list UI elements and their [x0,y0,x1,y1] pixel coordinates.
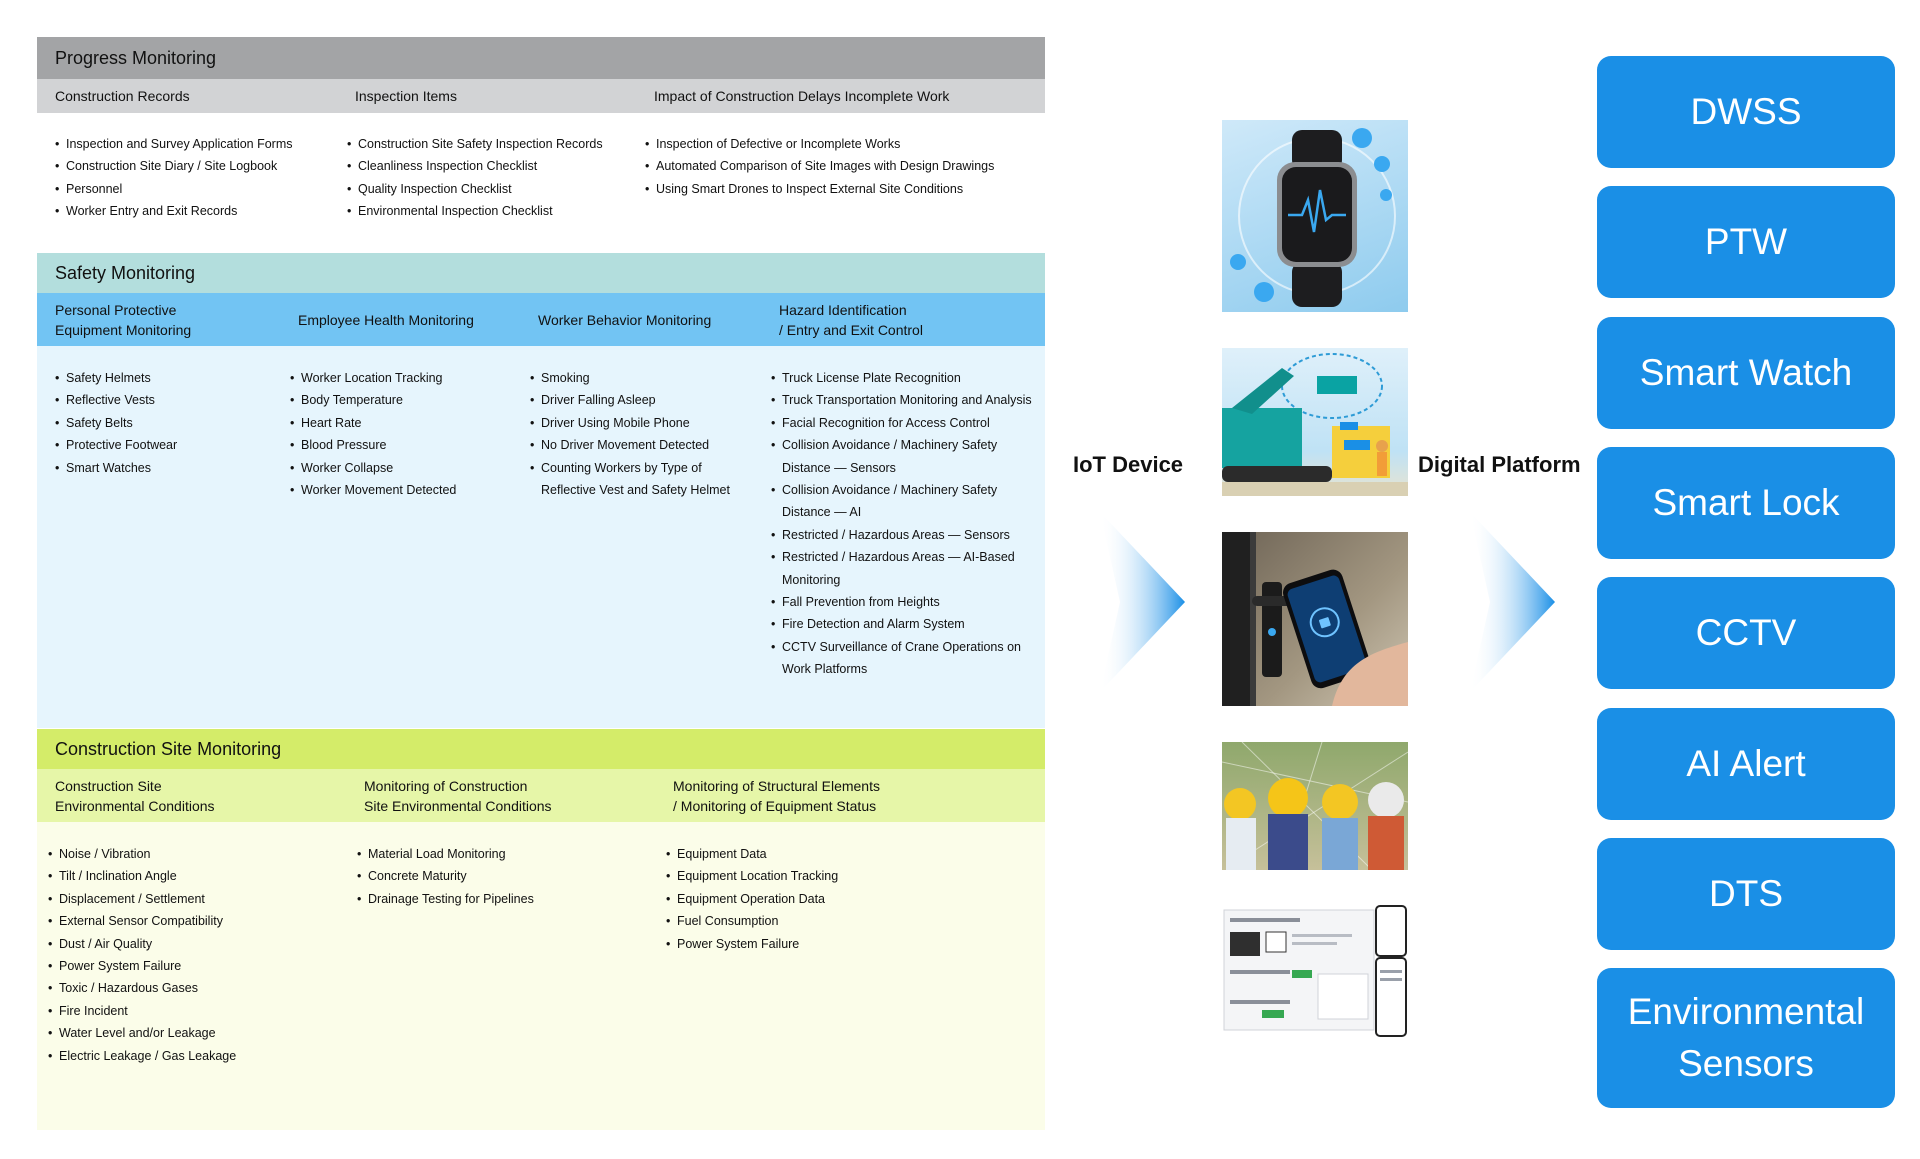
flow-arrow-icon [1470,512,1555,692]
list-item: Personnel [55,178,293,201]
list-item: Dust / Air Quality [48,933,236,956]
list-item: Electric Leakage / Gas Leakage [48,1045,236,1068]
iot-device-label: IoT Device [1073,452,1184,477]
workers-helmets-image [1222,742,1408,870]
list-item: Power System Failure [48,955,236,978]
list-item: Restricted / Hazardous Areas — Sensors [771,524,1036,547]
list-item: Inspection of Defective or Incomplete Wo… [645,133,994,156]
list-item: Smoking [530,367,745,390]
list-item: Worker Location Tracking [290,367,456,390]
list-item: Worker Movement Detected [290,479,456,502]
list-item: Truck License Plate Recognition [771,367,1036,390]
safety-col-header: Worker Behavior Monitoring [538,311,712,328]
platform-button-smart-watch[interactable]: Smart Watch [1597,317,1895,429]
platform-button-ai-alert[interactable]: AI Alert [1597,708,1895,820]
list-item: Equipment Location Tracking [666,865,838,888]
site-list-col-1: Noise / VibrationTilt / Inclination Angl… [48,843,236,1067]
progress-list-col-1: Inspection and Survey Application FormsC… [55,133,293,223]
progress-col-header: Inspection Items [355,88,457,104]
flow-arrow-icon [1100,512,1185,692]
list-item: Toxic / Hazardous Gases [48,977,236,1000]
progress-list-col-3: Inspection of Defective or Incomplete Wo… [645,133,994,201]
list-item: Using Smart Drones to Inspect External S… [645,178,994,201]
list-item: Quality Inspection Checklist [347,178,603,201]
site-col-header: Monitoring of Construction Site Environm… [364,777,552,814]
progress-monitoring-title: Progress Monitoring [37,37,1045,79]
list-item: Environmental Inspection Checklist [347,200,603,223]
site-col-header: Monitoring of Structural Elements / Moni… [673,777,880,814]
list-item: Truck Transportation Monitoring and Anal… [771,389,1036,412]
safety-list-col-4: Truck License Plate RecognitionTruck Tra… [771,367,1036,681]
site-list-col-3: Equipment DataEquipment Location Trackin… [666,843,838,955]
safety-list-col-2: Worker Location TrackingBody Temperature… [290,367,456,502]
list-item: Facial Recognition for Access Control [771,412,1036,435]
progress-col-header: Impact of Construction Delays Incomplete… [654,88,950,104]
list-item: Worker Collapse [290,457,456,480]
list-item: Smart Watches [55,457,177,480]
site-col-header: Construction Site Environmental Conditio… [55,777,215,814]
software-screens-image [1222,904,1408,1040]
list-item: Construction Site Diary / Site Logbook [55,155,293,178]
list-item: Restricted / Hazardous Areas — AI-Based … [771,546,1036,591]
platform-button-dwss[interactable]: DWSS [1597,56,1895,168]
list-item: Water Level and/or Leakage [48,1022,236,1045]
progress-col-header: Construction Records [55,88,190,104]
list-item: Automated Comparison of Site Images with… [645,155,994,178]
list-item: Reflective Vests [55,389,177,412]
platform-button-environmental-sensors[interactable]: Environmental Sensors [1597,968,1895,1108]
platform-button-cctv[interactable]: CCTV [1597,577,1895,689]
digital-platform-label: Digital Platform [1418,452,1581,477]
safety-monitoring-title: Safety Monitoring [37,253,1045,293]
list-item: Noise / Vibration [48,843,236,866]
list-item: Fuel Consumption [666,910,838,933]
platform-button-ptw[interactable]: PTW [1597,186,1895,298]
list-item: Equipment Data [666,843,838,866]
list-item: External Sensor Compatibility [48,910,236,933]
list-item: Protective Footwear [55,434,177,457]
excavator-safety-image [1222,348,1408,496]
list-item: Displacement / Settlement [48,888,236,911]
list-item: Body Temperature [290,389,456,412]
list-item: Cleanliness Inspection Checklist [347,155,603,178]
site-subheader-row: Construction Site Environmental Conditio… [37,769,1045,822]
list-item: Fire Incident [48,1000,236,1023]
list-item: Collision Avoidance / Machinery Safety D… [771,434,1036,479]
list-item: Power System Failure [666,933,838,956]
list-item: Blood Pressure [290,434,456,457]
safety-col-header: Hazard Identification / Entry and Exit C… [779,301,923,338]
platform-button-smart-lock[interactable]: Smart Lock [1597,447,1895,559]
list-item: Construction Site Safety Inspection Reco… [347,133,603,156]
list-item: Tilt / Inclination Angle [48,865,236,888]
site-monitoring-title: Construction Site Monitoring [37,729,1045,769]
smart-watch-image [1222,120,1408,312]
list-item: Material Load Monitoring [357,843,534,866]
list-item: Drainage Testing for Pipelines [357,888,534,911]
safety-subheader-row: Personal Protective Equipment Monitoring… [37,293,1045,346]
list-item: Collision Avoidance / Machinery Safety D… [771,479,1036,524]
list-item: Heart Rate [290,412,456,435]
list-item: Safety Belts [55,412,177,435]
progress-subheader-row: Construction Records Inspection Items Im… [37,79,1045,113]
list-item: Concrete Maturity [357,865,534,888]
list-item: Worker Entry and Exit Records [55,200,293,223]
safety-col-header: Employee Health Monitoring [298,311,474,328]
safety-list-col-1: Safety HelmetsReflective VestsSafety Bel… [55,367,177,479]
site-list-col-2: Material Load MonitoringConcrete Maturit… [357,843,534,911]
list-item: Counting Workers by Type of Reflective V… [530,457,745,502]
list-item: Inspection and Survey Application Forms [55,133,293,156]
progress-list-col-2: Construction Site Safety Inspection Reco… [347,133,603,223]
list-item: Fire Detection and Alarm System [771,613,1036,636]
list-item: Fall Prevention from Heights [771,591,1036,614]
list-item: Driver Falling Asleep [530,389,745,412]
smart-lock-phone-image [1222,532,1408,706]
platform-button-dts[interactable]: DTS [1597,838,1895,950]
safety-list-col-3: SmokingDriver Falling AsleepDriver Using… [530,367,745,501]
list-item: Equipment Operation Data [666,888,838,911]
list-item: Driver Using Mobile Phone [530,412,745,435]
list-item: Safety Helmets [55,367,177,390]
list-item: No Driver Movement Detected [530,434,745,457]
safety-col-header: Personal Protective Equipment Monitoring [55,301,192,338]
list-item: CCTV Surveillance of Crane Operations on… [771,636,1036,681]
